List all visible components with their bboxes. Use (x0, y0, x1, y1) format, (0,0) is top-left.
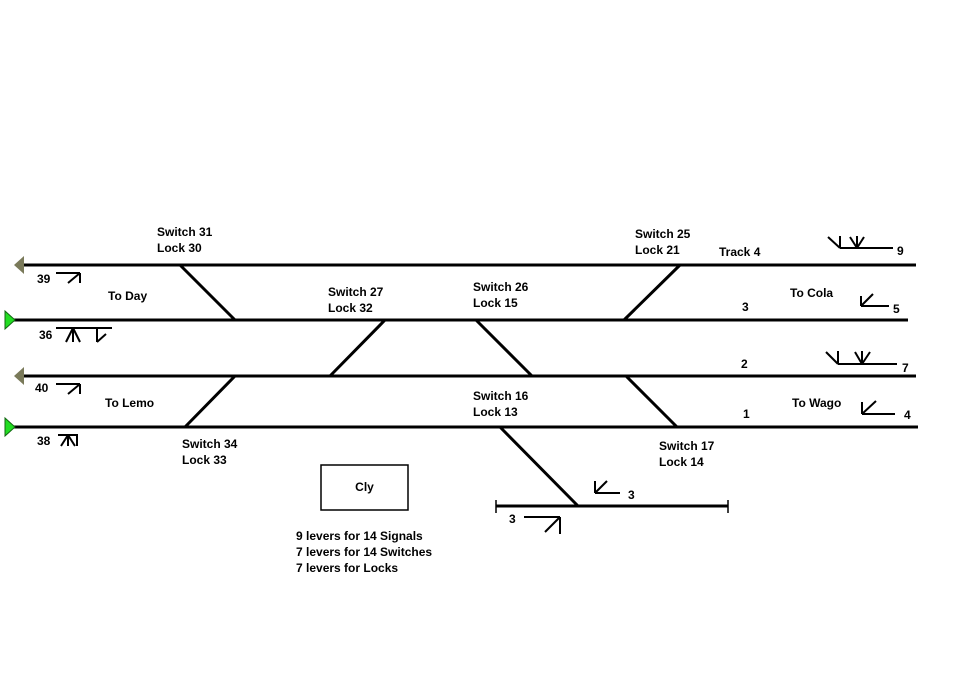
lock-21-label: Lock 21 (635, 243, 680, 257)
signal-40-icon (56, 383, 81, 395)
siding-signal-left-number: 3 (509, 512, 516, 526)
olive-signal-icon (14, 367, 24, 385)
track-1-label: 1 (743, 407, 750, 421)
destination-day: To Day (108, 289, 147, 303)
destination-wago: To Wago (792, 396, 841, 410)
olive-signal-icon (14, 256, 24, 274)
crossover-switch-34 (183, 374, 237, 429)
siding-signal-right-icon (594, 480, 620, 494)
note-locks: 7 levers for Locks (296, 561, 398, 575)
signal-box-label: Cly (355, 480, 374, 494)
signal-5-number: 5 (893, 302, 900, 316)
signal-7-number: 7 (902, 361, 909, 375)
signal-4-icon (861, 400, 895, 415)
signal-39-number: 39 (37, 272, 51, 286)
crossover-switch-25 (622, 263, 682, 322)
destination-lemo: To Lemo (105, 396, 154, 410)
lock-15-label: Lock 15 (473, 296, 518, 310)
track-2-label: 2 (741, 357, 748, 371)
signal-40-number: 40 (35, 381, 49, 395)
green-signal-icon (4, 416, 16, 438)
signal-box-cly (320, 464, 409, 511)
switch-31-label: Switch 31 (157, 225, 213, 239)
signal-9-number: 9 (897, 244, 904, 258)
lock-13-label: Lock 13 (473, 405, 518, 419)
destination-cola: To Cola (790, 286, 833, 300)
signal-9-icon (827, 236, 893, 249)
track-4-label: Track 4 (719, 245, 761, 259)
note-signals: 9 levers for 14 Signals (296, 529, 423, 543)
lock-14-label: Lock 14 (659, 455, 704, 469)
signal-36-icon (56, 327, 112, 343)
signal-36-number: 36 (39, 328, 53, 342)
signal-38-number: 38 (37, 434, 51, 448)
switch-16-label: Switch 16 (473, 389, 529, 403)
signal-7-icon (825, 351, 897, 365)
crossover-switch-31 (178, 263, 237, 322)
switch-26-label: Switch 26 (473, 280, 529, 294)
note-switches: 7 levers for 14 Switches (296, 545, 432, 559)
lock-33-label: Lock 33 (182, 453, 227, 467)
signal-5-icon (860, 293, 889, 307)
signal-38-icon (58, 434, 78, 447)
switch-34-label: Switch 34 (182, 437, 238, 451)
lock-32-label: Lock 32 (328, 301, 373, 315)
switch-27-label: Switch 27 (328, 285, 384, 299)
siding-signal-left-icon (524, 516, 561, 534)
lock-30-label: Lock 30 (157, 241, 202, 255)
crossover-switch-26 (474, 318, 534, 378)
crossover-switch-16 (498, 425, 580, 508)
signal-4-number: 4 (904, 408, 911, 422)
crossover-switch-17 (624, 374, 679, 429)
green-signal-icon (4, 309, 16, 331)
crossover-switch-27 (328, 318, 387, 378)
switch-25-label: Switch 25 (635, 227, 691, 241)
track-3-label: 3 (742, 300, 749, 314)
signal-39-icon (56, 272, 81, 284)
switch-17-label: Switch 17 (659, 439, 715, 453)
siding-signal-right-number: 3 (628, 488, 635, 502)
